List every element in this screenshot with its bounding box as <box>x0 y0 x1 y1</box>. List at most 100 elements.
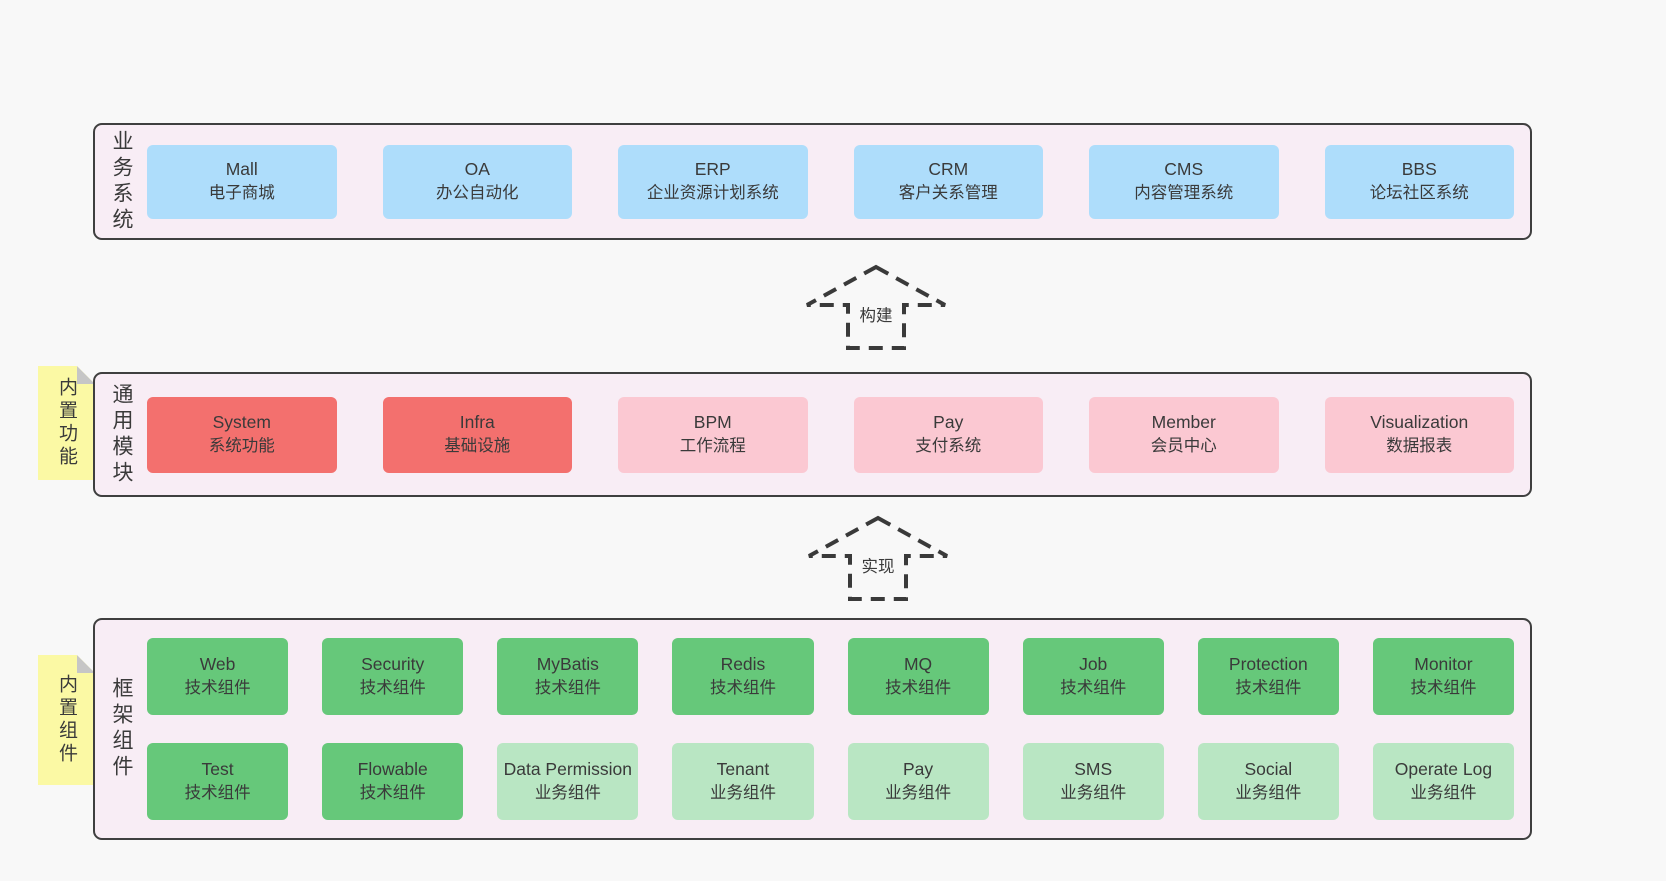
box-title: Redis <box>720 653 766 674</box>
box-title: CMS <box>1164 158 1204 179</box>
box-subtitle: 企业资源计划系统 <box>646 184 779 203</box>
business-box-mall: Mall 电子商城 <box>147 144 337 219</box>
box-title: ERP <box>694 158 731 179</box>
box-subtitle: 业务组件 <box>534 784 601 803</box>
sticky-tag-text: 内置组件 <box>56 674 77 766</box>
box-title: Operate Log <box>1394 758 1493 779</box>
box-title: Member <box>1151 411 1216 432</box>
box-title: MQ <box>903 653 933 674</box>
common-modules-row: System 系统功能 Infra 基础设施 BPM 工作流程 Pay 支付系统… <box>147 374 1530 495</box>
box-title: SMS <box>1074 758 1113 779</box>
component-box-sms: SMS 业务组件 <box>1022 743 1164 820</box>
module-box-member: Member 会员中心 <box>1089 396 1279 473</box>
box-subtitle: 办公自动化 <box>436 184 519 203</box>
component-box-flowable: Flowable 技术组件 <box>322 743 464 820</box>
box-subtitle: 支付系统 <box>915 437 982 456</box>
component-row-2: Test 技术组件 Flowable 技术组件 Data Permission … <box>147 743 1514 820</box>
module-box-visualization: Visualization 数据报表 <box>1324 396 1514 473</box>
business-box-oa: OA 办公自动化 <box>382 144 572 219</box>
box-title: BBS <box>1401 158 1437 179</box>
box-subtitle: 技术组件 <box>709 679 776 698</box>
component-box-redis: Redis 技术组件 <box>672 638 814 715</box>
box-subtitle: 系统功能 <box>208 437 275 456</box>
component-box-protection: Protection 技术组件 <box>1197 638 1339 715</box>
box-title: Visualization <box>1370 411 1469 432</box>
box-title: Social <box>1244 758 1293 779</box>
component-box-operate-log: Operate Log 业务组件 <box>1372 743 1514 820</box>
box-subtitle: 技术组件 <box>359 679 426 698</box>
up-arrow-icon <box>808 515 948 601</box>
box-title: Mall <box>225 158 258 179</box>
arrow-label: 实现 <box>858 552 898 578</box>
component-box-web: Web 技术组件 <box>147 638 289 715</box>
layer-label-common-modules: 通用模块 <box>95 374 147 495</box>
component-box-monitor: Monitor 技术组件 <box>1372 638 1514 715</box>
layer-label-text: 框架组件 <box>110 677 133 781</box>
module-box-system: System 系统功能 <box>147 396 337 473</box>
module-box-bpm: BPM 工作流程 <box>618 396 808 473</box>
box-subtitle: 业务组件 <box>709 784 776 803</box>
box-subtitle: 技术组件 <box>1235 679 1302 698</box>
component-box-data-permission: Data Permission 业务组件 <box>497 743 639 820</box>
component-box-mybatis: MyBatis 技术组件 <box>497 638 639 715</box>
layer-label-business-systems: 业务系统 <box>95 125 147 238</box>
box-subtitle: 技术组件 <box>534 679 601 698</box>
box-title: System <box>212 411 271 432</box>
box-subtitle: 客户关系管理 <box>898 184 998 203</box>
box-subtitle: 技术组件 <box>1410 679 1477 698</box>
box-subtitle: 技术组件 <box>1060 679 1127 698</box>
layer-common-modules: 通用模块 System 系统功能 Infra 基础设施 BPM 工作流程 Pay… <box>93 372 1532 497</box>
component-box-mq: MQ 技术组件 <box>847 638 989 715</box>
business-box-cms: CMS 内容管理系统 <box>1089 144 1279 219</box>
sticky-tag-built-in-components: 内置组件 <box>38 655 95 785</box>
component-row-1: Web 技术组件 Security 技术组件 MyBatis 技术组件 Redi… <box>147 638 1514 715</box>
business-systems-row: Mall 电子商城 OA 办公自动化 ERP 企业资源计划系统 CRM 客户关系… <box>147 125 1530 238</box>
layer-label-text: 通用模块 <box>110 382 133 487</box>
box-title: MyBatis <box>536 653 599 674</box>
sticky-tag-built-in-features: 内置功能 <box>38 366 95 480</box>
sticky-tag-text: 内置功能 <box>56 377 77 469</box>
business-box-bbs: BBS 论坛社区系统 <box>1324 144 1514 219</box>
box-title: Data Permission <box>503 758 632 779</box>
component-box-social: Social 业务组件 <box>1197 743 1339 820</box>
box-subtitle: 技术组件 <box>885 679 952 698</box>
module-box-infra: Infra 基础设施 <box>382 396 572 473</box>
module-box-pay: Pay 支付系统 <box>853 396 1043 473</box>
box-subtitle: 内容管理系统 <box>1134 184 1234 203</box>
arrow-label: 构建 <box>856 301 896 327</box>
build-arrow: 构建 <box>804 264 948 352</box>
box-title: OA <box>464 158 490 179</box>
layer-framework-components: 框架组件 Web 技术组件 Security 技术组件 MyBatis 技术组件… <box>93 618 1532 840</box>
box-subtitle: 基础设施 <box>444 437 511 456</box>
box-subtitle: 业务组件 <box>1060 784 1127 803</box>
box-subtitle: 数据报表 <box>1386 437 1453 456</box>
layer-label-text: 业务系统 <box>110 129 133 234</box>
box-subtitle: 业务组件 <box>885 784 952 803</box>
box-subtitle: 业务组件 <box>1235 784 1302 803</box>
box-subtitle: 论坛社区系统 <box>1369 184 1469 203</box>
business-box-crm: CRM 客户关系管理 <box>853 144 1043 219</box>
box-title: Security <box>361 653 425 674</box>
box-subtitle: 技术组件 <box>359 784 426 803</box>
box-title: Test <box>201 758 234 779</box>
box-subtitle: 工作流程 <box>679 437 746 456</box>
up-arrow-icon <box>806 264 946 350</box>
box-subtitle: 会员中心 <box>1150 437 1217 456</box>
box-title: Infra <box>459 411 495 432</box>
framework-components-grid: Web 技术组件 Security 技术组件 MyBatis 技术组件 Redi… <box>147 620 1530 838</box>
layer-business-systems: 业务系统 Mall 电子商城 OA 办公自动化 ERP 企业资源计划系统 CRM… <box>93 123 1532 240</box>
box-title: BPM <box>693 411 732 432</box>
box-title: Tenant <box>716 758 770 779</box>
implement-arrow: 实现 <box>806 515 950 603</box>
box-title: Pay <box>902 758 934 779</box>
box-title: Flowable <box>357 758 428 779</box>
box-title: Web <box>199 653 236 674</box>
component-box-job: Job 技术组件 <box>1022 638 1164 715</box>
component-box-test: Test 技术组件 <box>147 743 289 820</box>
business-box-erp: ERP 企业资源计划系统 <box>618 144 808 219</box>
box-subtitle: 业务组件 <box>1410 784 1477 803</box>
box-title: CRM <box>928 158 969 179</box>
box-subtitle: 技术组件 <box>184 679 251 698</box>
box-title: Pay <box>933 411 964 432</box>
